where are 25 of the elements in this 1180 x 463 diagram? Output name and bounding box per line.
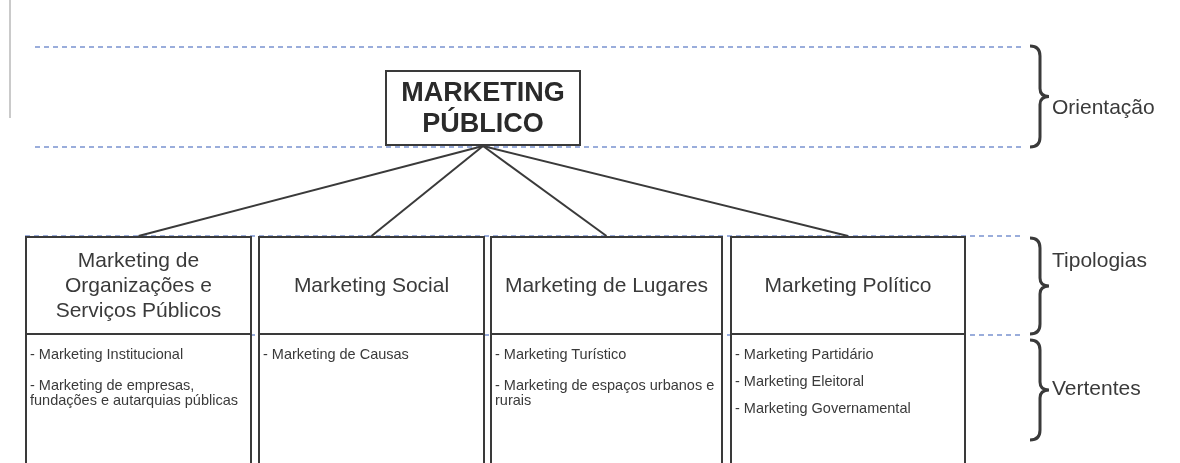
- band-label: Tipologias: [1052, 248, 1147, 272]
- title-text: MARKETING PÚBLICO: [400, 76, 566, 140]
- band-label: Vertentes: [1052, 376, 1141, 400]
- strand-item: - Marketing Partidário: [735, 347, 875, 363]
- connector-line: [482, 145, 849, 237]
- strand-item: - Marketing de espaços urbanos e rurais: [495, 378, 716, 409]
- strand-item: - Marketing Governamental: [735, 401, 912, 417]
- band-label: Orientação: [1052, 95, 1155, 119]
- strand-item: - Marketing Institucional: [30, 347, 185, 363]
- typology-heading: Marketing de Organizações e Serviços Públicos: [54, 248, 223, 323]
- strand-item: - Marketing Eleitoral: [735, 374, 865, 390]
- strand-item: - Marketing Turístico: [495, 347, 628, 363]
- typology-heading: Marketing Político: [764, 273, 932, 298]
- connector-line: [370, 145, 484, 237]
- strand-item: - Marketing de Causas: [263, 347, 410, 363]
- typology-column: [258, 236, 485, 463]
- typology-heading: Marketing Social: [293, 273, 450, 298]
- typology-column: [730, 236, 966, 463]
- title-box: [385, 70, 581, 146]
- typology-heading: Marketing de Lugares: [504, 273, 709, 298]
- strand-item: - Marketing de empresas, fundações e autarquias públicas: [30, 378, 239, 409]
- connector-line: [137, 145, 484, 237]
- typology-column: [25, 236, 252, 463]
- connector-line: [482, 145, 608, 237]
- typology-column: [490, 236, 723, 463]
